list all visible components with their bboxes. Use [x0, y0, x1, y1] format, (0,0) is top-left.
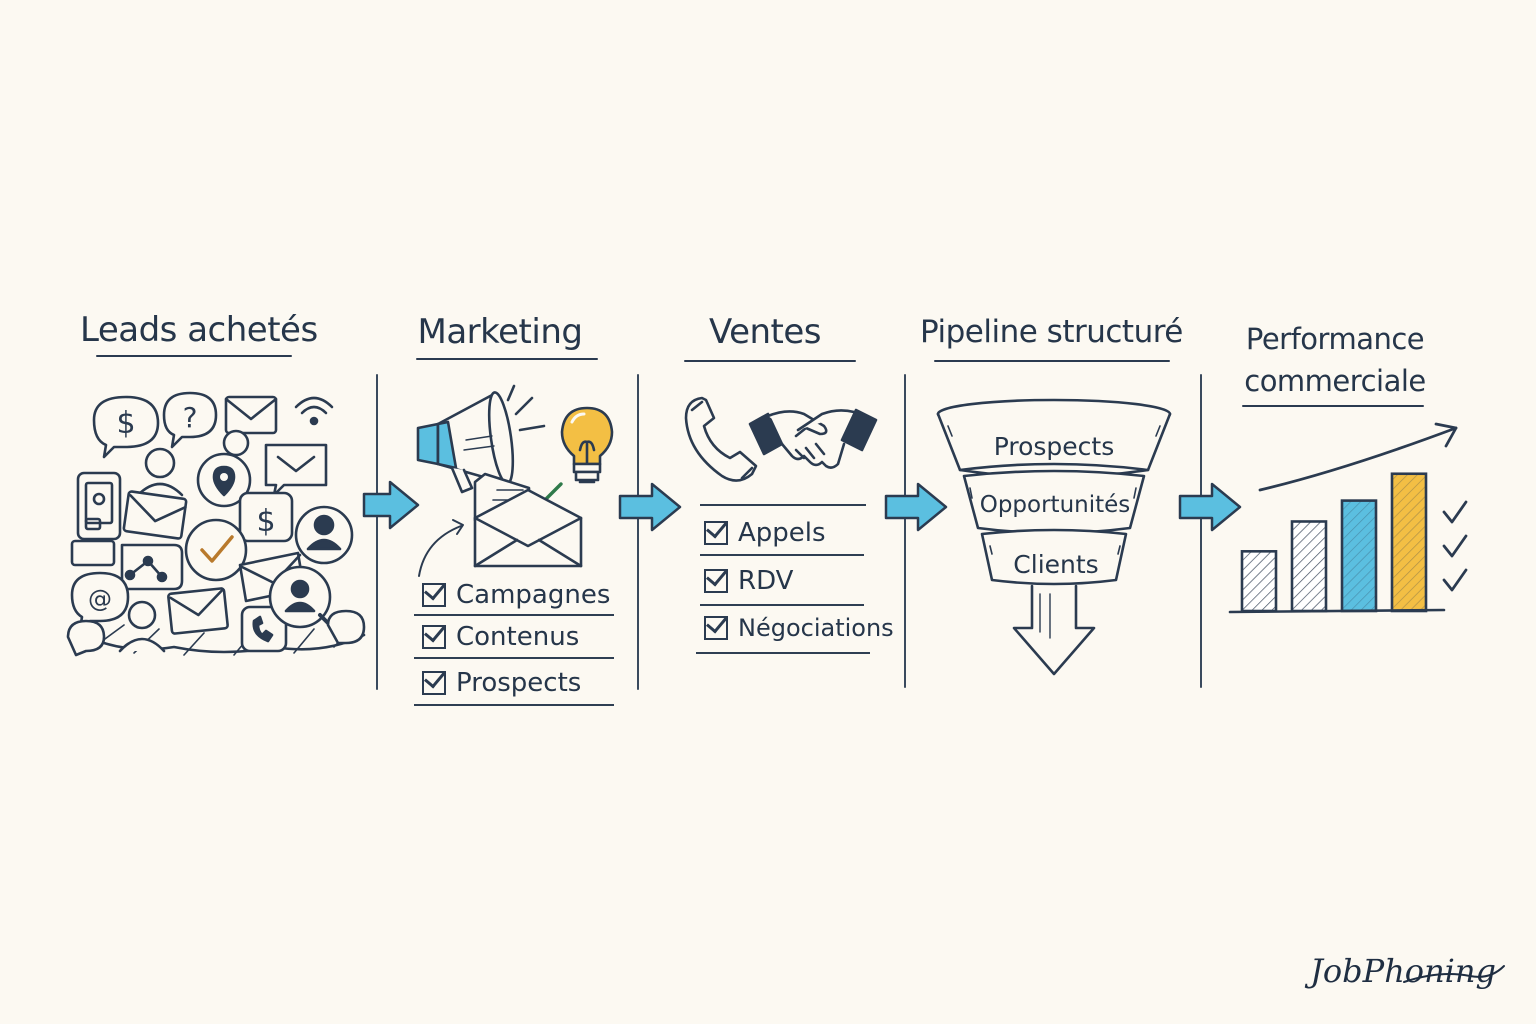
handshake-icon — [748, 408, 878, 469]
brand-logo: JobPhoning — [1310, 952, 1496, 990]
check-item-label: Contenus — [456, 622, 580, 652]
check-item-appels: Appels — [704, 518, 826, 548]
at-sign: @ — [88, 585, 112, 613]
title-underline — [416, 358, 598, 360]
check-item-label: Prospects — [456, 668, 582, 698]
check-item-rdv: RDV — [704, 566, 793, 596]
stage-title-marketing: Marketing — [417, 312, 583, 352]
check-mark-icon — [1442, 534, 1468, 558]
checkbox-checked-icon — [422, 625, 446, 649]
brand-underline — [1403, 965, 1505, 983]
check-item-contenus: Contenus — [422, 622, 579, 652]
stage-title-performance-line1: Performance — [1245, 322, 1425, 356]
check-item-label: Appels — [738, 518, 826, 548]
funnel-stage-clients: Clients — [1013, 550, 1099, 579]
stage-title-performance-line2: commerciale — [1244, 364, 1426, 398]
row-line — [700, 554, 864, 556]
leads-cluster: $ ? $ @ — [66, 391, 366, 657]
chart-bar-hatching — [1392, 473, 1426, 611]
checkbox-checked-icon — [704, 616, 728, 640]
trend-arrow — [1258, 426, 1458, 492]
dollar-bubble-icon — [92, 395, 160, 459]
row-line — [696, 652, 870, 654]
row-line — [414, 614, 614, 616]
check-item-label: Campagnes — [456, 580, 611, 610]
flow-arrow-3 — [884, 482, 948, 532]
row-line — [414, 657, 614, 659]
check-item-negociations: Négociations — [704, 614, 894, 642]
performance-chart — [1228, 422, 1468, 614]
funnel-stage-prospects: Prospects — [993, 432, 1115, 461]
checkbox-checked-icon — [704, 569, 728, 593]
trend-arrow-head — [1434, 422, 1458, 448]
chart-bar-hatching — [1292, 521, 1326, 611]
title-underline — [934, 360, 1170, 362]
divider — [376, 374, 378, 690]
checkbox-checked-icon — [422, 671, 446, 695]
checkbox-checked-icon — [704, 521, 728, 545]
envelope-check-icon — [418, 472, 583, 577]
stage-title-leads: Leads achetés — [80, 310, 318, 350]
flow-arrow-4 — [1178, 482, 1242, 532]
title-underline — [96, 355, 292, 357]
divider — [1200, 374, 1202, 688]
title-underline — [684, 360, 856, 362]
chart-baseline — [1228, 608, 1446, 614]
title-underline — [1242, 405, 1424, 407]
funnel-diagram — [936, 398, 1172, 676]
chart-bar-hatching — [1242, 551, 1276, 611]
question-mark: ? — [183, 401, 198, 434]
check-item-campagnes: Campagnes — [422, 580, 610, 610]
row-line — [414, 704, 614, 706]
dollar-sign: $ — [116, 406, 135, 441]
row-line — [700, 504, 866, 506]
funnel-stage-opportunites: Opportunités — [979, 492, 1131, 518]
check-item-label: RDV — [738, 566, 794, 596]
check-mark-icon — [1442, 568, 1468, 592]
check-mark-icon — [1442, 500, 1468, 524]
row-line — [700, 604, 864, 606]
check-item-label: Négociations — [738, 614, 894, 642]
checkbox-checked-icon — [422, 583, 446, 607]
check-item-prospects: Prospects — [422, 668, 581, 698]
stage-title-ventes: Ventes — [708, 312, 822, 352]
flow-arrow-2 — [618, 482, 682, 532]
divider — [904, 374, 906, 688]
chart-bar-hatching — [1342, 500, 1376, 611]
stage-title-pipeline: Pipeline structuré — [920, 314, 1183, 350]
divider — [637, 374, 639, 690]
phone-icon — [684, 396, 758, 482]
flow-arrow-1 — [362, 480, 420, 530]
dollar-sign: $ — [256, 504, 275, 539]
lightbulb-icon — [560, 406, 614, 484]
